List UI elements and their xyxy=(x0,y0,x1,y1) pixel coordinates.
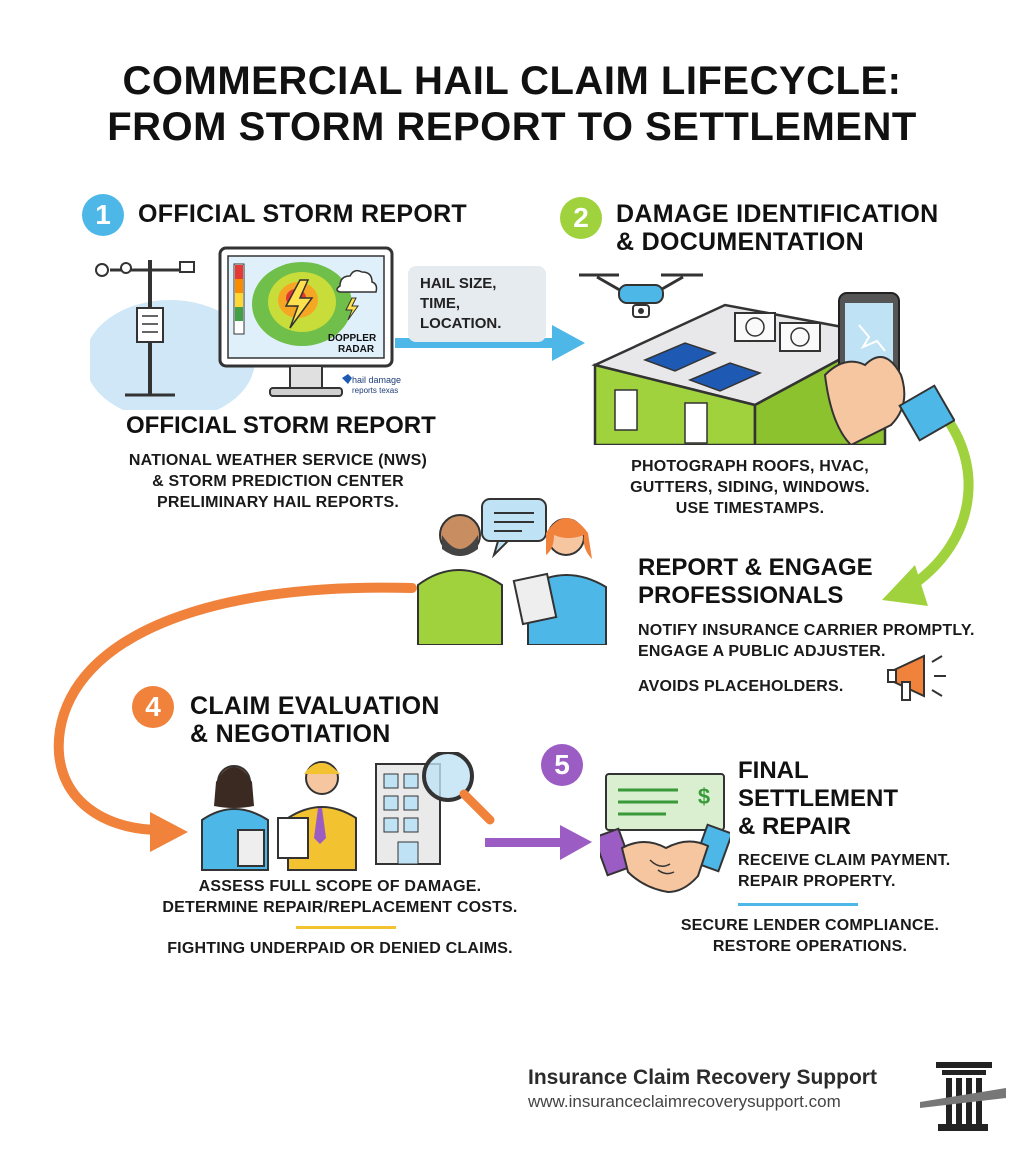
step1-body-line: & STORM PREDICTION CENTER xyxy=(152,473,404,490)
page-title: COMMERCIAL HAIL CLAIM LIFECYCLE: FROM ST… xyxy=(0,58,1024,150)
magnifier-building-icon xyxy=(375,752,495,865)
step5-heading-line: FINAL xyxy=(738,757,809,784)
step2-body-line: PHOTOGRAPH ROOFS, HVAC, xyxy=(631,458,869,475)
step5-body-line: REPAIR PROPERTY. xyxy=(738,873,896,890)
svg-text:$: $ xyxy=(698,784,710,809)
step2-body: PHOTOGRAPH ROOFS, HVAC, GUTTERS, SIDING,… xyxy=(600,456,900,519)
step1-body-line: NATIONAL WEATHER SERVICE (NWS) xyxy=(128,452,428,469)
step5-note: SECURE LENDER COMPLIANCE. RESTORE OPERAT… xyxy=(660,915,960,957)
step1-body: NATIONAL WEATHER SERVICE (NWS) & STORM P… xyxy=(108,450,448,513)
pillar-logo-icon xyxy=(920,1062,1006,1131)
step5-note-line: SECURE LENDER COMPLIANCE. xyxy=(680,917,940,934)
arrow-step4-to-step5 xyxy=(485,825,592,860)
people-consult-icon xyxy=(417,498,607,645)
step4-body-line: DETERMINE REPAIR/REPLACEMENT COSTS. xyxy=(162,899,518,916)
step1-subheading: OFFICIAL STORM REPORT xyxy=(126,412,436,439)
step1-number-badge: 1 xyxy=(82,194,124,236)
step1-callout: HAIL SIZE, TIME, LOCATION. xyxy=(408,266,546,342)
step5-note-line: RESTORE OPERATIONS. xyxy=(712,938,908,955)
step2-heading-line: & DOCUMENTATION xyxy=(616,228,864,256)
step5-heading-line: & REPAIR xyxy=(738,813,851,840)
step5-heading-line: SETTLEMENT xyxy=(738,785,898,812)
step3-body-line: NOTIFY INSURANCE CARRIER PROMPTLY. xyxy=(638,622,975,639)
step3-heading-line: REPORT & ENGAGE xyxy=(638,554,873,581)
step3-heading: REPORT & ENGAGE PROFESSIONALS xyxy=(638,554,873,610)
step1-body-line: PRELIMINARY HAIL REPORTS. xyxy=(156,494,400,511)
step3-body: NOTIFY INSURANCE CARRIER PROMPTLY. ENGAG… xyxy=(638,620,998,662)
step5-body: RECEIVE CLAIM PAYMENT. REPAIR PROPERTY. xyxy=(738,850,950,892)
step2-body-line: USE TIMESTAMPS. xyxy=(675,500,825,517)
monitor-brand-1: hail damage xyxy=(352,375,401,385)
weather-station-icon xyxy=(95,260,195,397)
title-line-2: FROM STORM REPORT TO SETTLEMENT xyxy=(107,105,917,149)
drone-icon xyxy=(579,273,703,318)
arrow-step1-to-step2 xyxy=(395,325,585,361)
step2-heading-line: DAMAGE IDENTIFICATION xyxy=(616,200,939,228)
people-review-icon xyxy=(201,752,495,871)
step4-heading-line: & NEGOTIATION xyxy=(190,720,391,748)
step1-heading: OFFICIAL STORM REPORT xyxy=(138,200,467,228)
step5-body-line: RECEIVE CLAIM PAYMENT. xyxy=(738,852,951,869)
step2-number-badge: 2 xyxy=(560,197,602,239)
handshake-icon: $ xyxy=(600,773,730,894)
footer-company-name: Insurance Claim Recovery Support xyxy=(528,1066,877,1089)
monitor-radar-icon: DOPPLER RADAR hail damage reports texas xyxy=(90,246,401,410)
step4-number-badge: 4 xyxy=(132,686,174,728)
callout-line-2: TIME, LOCATION. xyxy=(420,295,502,332)
step3-body-line: ENGAGE A PUBLIC ADJUSTER. xyxy=(638,643,886,660)
arrow-step3-to-step4 xyxy=(53,582,417,852)
building-roof-icon xyxy=(579,273,955,445)
title-line-1: COMMERCIAL HAIL CLAIM LIFECYCLE: xyxy=(122,59,902,103)
radar-label-2: RADAR xyxy=(338,344,375,355)
step5-heading: FINAL SETTLEMENT & REPAIR xyxy=(738,757,898,841)
step4-note: FIGHTING UNDERPAID OR DENIED CLAIMS. xyxy=(167,940,513,957)
underline-step4 xyxy=(296,926,396,929)
underline-step5 xyxy=(738,903,858,906)
step3-heading-line: PROFESSIONALS xyxy=(638,582,844,609)
footer-url[interactable]: www.insuranceclaimrecoverysupport.com xyxy=(528,1092,841,1111)
step2-heading: DAMAGE IDENTIFICATION & DOCUMENTATION xyxy=(616,200,939,256)
step4-heading-line: CLAIM EVALUATION xyxy=(190,692,440,720)
check-icon: $ xyxy=(605,773,725,831)
step5-number-badge: 5 xyxy=(541,744,583,786)
step4-body-line: ASSESS FULL SCOPE OF DAMAGE. xyxy=(198,878,482,895)
step3-note: AVOIDS PLACEHOLDERS. xyxy=(638,678,844,695)
step4-body: ASSESS FULL SCOPE OF DAMAGE. DETERMINE R… xyxy=(140,876,540,918)
radar-label-1: DOPPLER xyxy=(328,333,377,344)
monitor-brand-2: reports texas xyxy=(352,386,398,395)
step4-heading: CLAIM EVALUATION & NEGOTIATION xyxy=(190,692,440,748)
megaphone-icon xyxy=(887,654,946,701)
callout-line-1: HAIL SIZE, xyxy=(420,275,497,292)
step2-body-line: GUTTERS, SIDING, WINDOWS. xyxy=(630,479,870,496)
